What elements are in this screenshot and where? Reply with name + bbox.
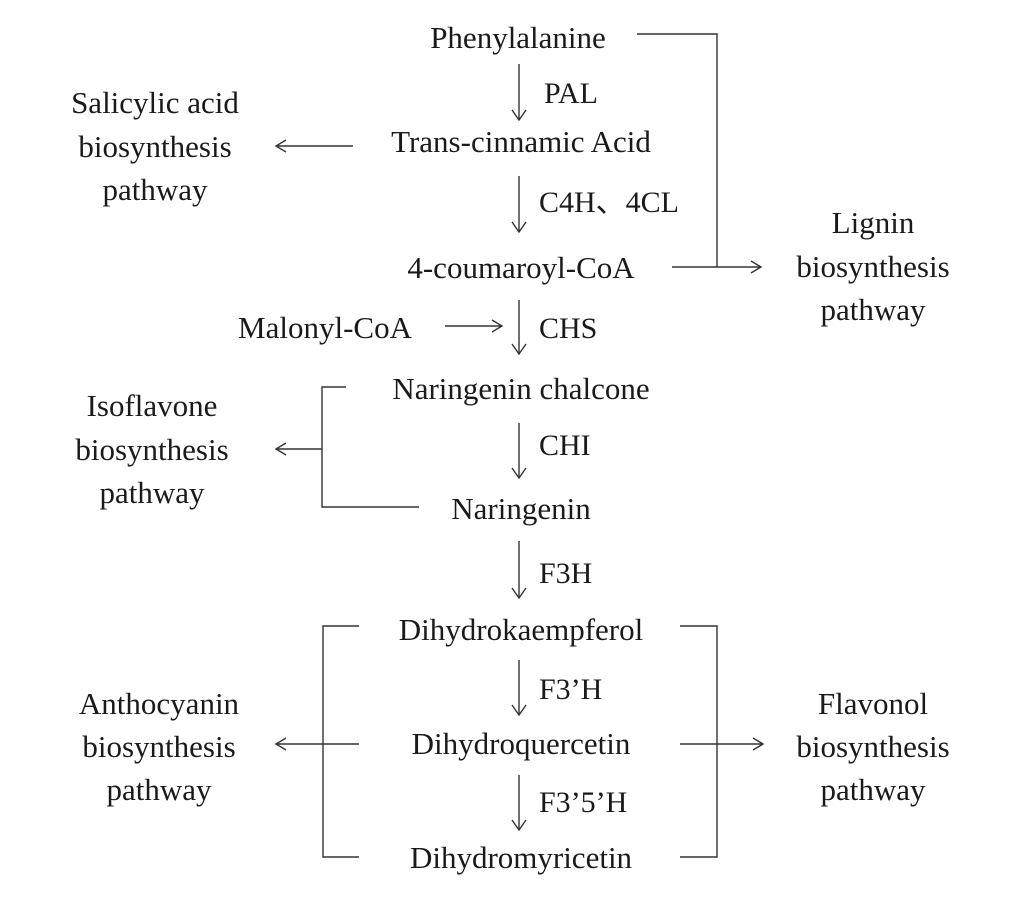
svg-text:biosynthesis: biosynthesis — [796, 729, 949, 764]
svg-text:biosynthesis: biosynthesis — [78, 129, 231, 164]
arrow-coumaroyl-to-chalcone — [511, 300, 527, 356]
svg-text:Isoflavone: Isoflavone — [87, 388, 218, 423]
pathway-anthocyanin: Anthocyanin biosynthesis pathway — [79, 686, 240, 807]
enzyme-f3prime-h: F3’H — [539, 673, 602, 706]
svg-text:Anthocyanin: Anthocyanin — [79, 686, 240, 721]
svg-text:Lignin: Lignin — [832, 205, 915, 240]
node-4-coumaroyl-coa: 4-coumaroyl-CoA — [407, 250, 635, 285]
svg-text:pathway: pathway — [99, 475, 205, 510]
arrow-dihydroquercetin-to-dihydromyricetin — [511, 775, 527, 832]
svg-text:biosynthesis: biosynthesis — [75, 432, 228, 467]
arrow-dihydrokaempferol-to-dihydroquercetin — [511, 660, 527, 717]
arrow-naringenin-to-dihydrokaempferol — [511, 541, 527, 600]
node-dihydrokaempferol: Dihydrokaempferol — [399, 612, 643, 647]
enzyme-f3prime5prime-h: F3’5’H — [539, 786, 627, 819]
arrow-to-salicylic-pathway — [274, 139, 353, 153]
svg-text:pathway: pathway — [106, 772, 212, 807]
arrow-to-isoflavone-pathway — [274, 386, 419, 508]
arrow-to-lignin-pathway — [637, 33, 763, 274]
arrow-malonyl-coa-input — [445, 319, 504, 333]
pathway-isoflavone: Isoflavone biosynthesis pathway — [75, 388, 228, 510]
svg-text:biosynthesis: biosynthesis — [796, 249, 949, 284]
arrow-cinnamic-to-coumaroyl — [511, 176, 527, 234]
node-phenylalanine: Phenylalanine — [430, 20, 606, 55]
svg-text:Flavonol: Flavonol — [818, 686, 928, 721]
node-dihydroquercetin: Dihydroquercetin — [412, 726, 631, 761]
svg-text:Salicylic acid: Salicylic acid — [71, 85, 239, 120]
node-trans-cinnamic-acid: Trans-cinnamic Acid — [391, 124, 651, 159]
enzyme-chs: CHS — [539, 312, 597, 345]
node-naringenin: Naringenin — [451, 491, 591, 526]
svg-text:pathway: pathway — [820, 292, 926, 327]
enzyme-c4h-4cl: C4H、4CL — [539, 186, 679, 219]
svg-text:pathway: pathway — [820, 772, 926, 807]
node-malonyl-coa: Malonyl-CoA — [238, 310, 413, 345]
arrow-to-anthocyanin-pathway — [274, 625, 359, 858]
svg-text:biosynthesis: biosynthesis — [82, 729, 235, 764]
enzyme-pal: PAL — [544, 77, 598, 110]
svg-text:pathway: pathway — [102, 172, 208, 207]
arrow-chalcone-to-naringenin — [511, 423, 527, 480]
pathway-salicylic-acid: Salicylic acid biosynthesis pathway — [71, 85, 239, 207]
arrow-to-flavonol-pathway — [680, 625, 765, 858]
pathway-flavonol: Flavonol biosynthesis pathway — [796, 686, 949, 807]
node-naringenin-chalcone: Naringenin chalcone — [392, 371, 649, 406]
pathway-lignin: Lignin biosynthesis pathway — [796, 205, 949, 327]
enzyme-chi: CHI — [539, 429, 591, 462]
node-dihydromyricetin: Dihydromyricetin — [410, 840, 633, 875]
arrow-phenylalanine-to-cinnamic — [511, 64, 527, 122]
enzyme-f3h: F3H — [539, 557, 592, 590]
